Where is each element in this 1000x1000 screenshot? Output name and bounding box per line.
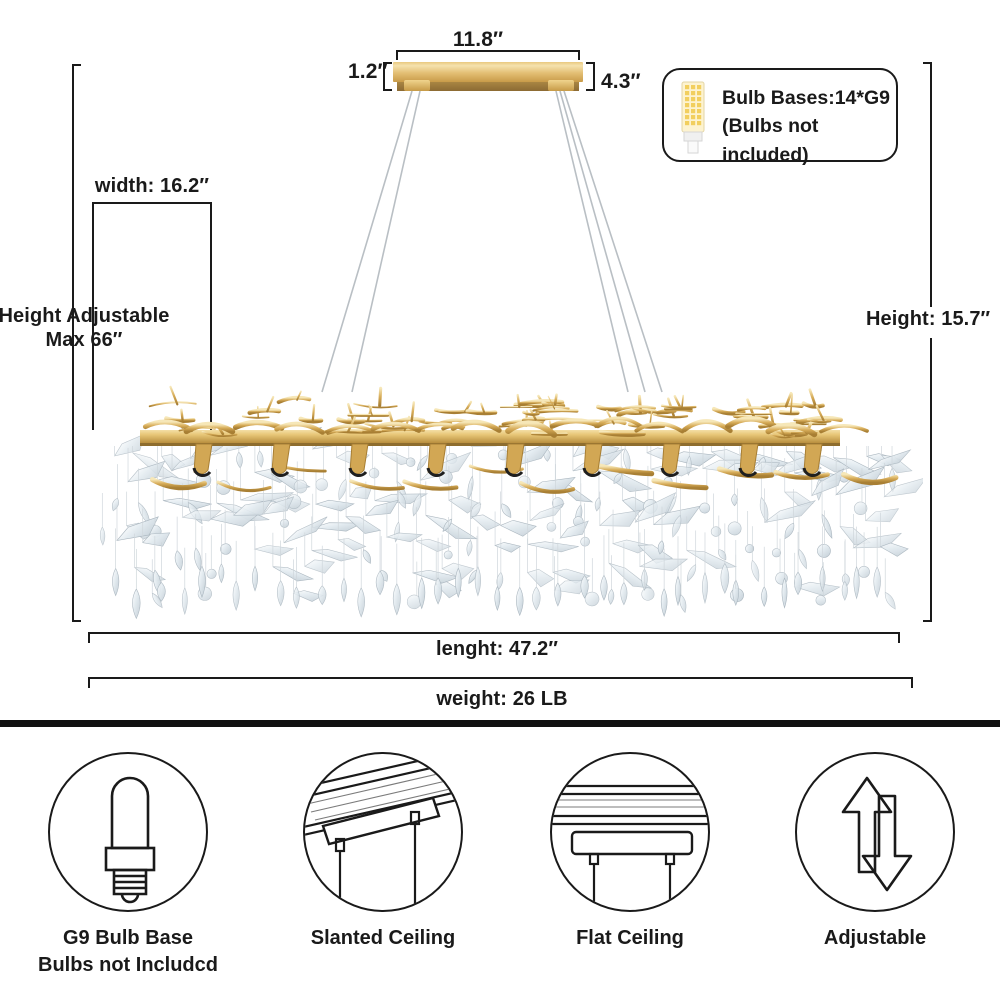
bulb-base-callout: Bulb Bases:14*G9 (Bulbs not included) [662,68,898,166]
flat-ceiling-icon [552,784,708,904]
section-divider [0,720,1000,727]
feature-flat-ceiling: Flat Ceiling [530,752,730,952]
width-bracket [92,202,212,430]
up-down-arrows-icon [841,776,913,892]
canopy-width-label: 11.8″ [452,28,504,51]
gold-frame-bar [140,430,840,443]
canopy-depth-label: 4.3″ [601,70,641,93]
bulb-callout-text: Bulb Bases:14*G9 (Bulbs not included) [722,87,890,166]
feature-adjustable: Adjustable [775,752,975,952]
chandelier-illustration [99,385,923,620]
slanted-ceiling-icon-circle [303,752,463,912]
canopy-underside [397,82,579,91]
feature-caption: Flat Ceiling [576,927,684,949]
canopy-cable-clip-left [404,80,430,91]
weight-label: weight: 26 LB [436,688,568,710]
feature-caption: G9 Bulb Base Bulbs not Includcd [38,927,218,976]
canopy-height-label: 1.2″ [348,60,388,83]
g9-led-bulb-icon [681,81,705,154]
bulb-icon [104,776,156,904]
adjustable-icon-circle [795,752,955,912]
canopy-depth-bracket [586,62,595,91]
height-bracket-bottom [918,338,932,622]
feature-caption: Adjustable [823,927,927,949]
height-bracket-top [918,62,932,307]
flat-ceiling-icon-circle [550,752,710,912]
height-adjustable-bracket [72,64,86,622]
bulb-icon-circle [48,752,208,912]
ceiling-canopy [393,62,583,82]
feature-caption: Slanted Ceiling [310,927,456,949]
slanted-ceiling-icon [305,754,461,906]
gold-branch-structure [142,385,899,494]
canopy-height-bracket [383,62,392,91]
canopy-width-bracket [396,50,580,62]
width-label: width: 16.2″ [94,175,210,197]
bulb-sockets [192,443,823,477]
feature-g9-bulb-base: G9 Bulb Base Bulbs not Includcd [28,752,228,979]
length-label: lenght: 47.2″ [435,638,559,660]
height-label: Height: 15.7″ [866,308,991,330]
canopy-cable-clip-right [548,80,574,91]
feature-slanted-ceiling: Slanted Ceiling [283,752,483,952]
